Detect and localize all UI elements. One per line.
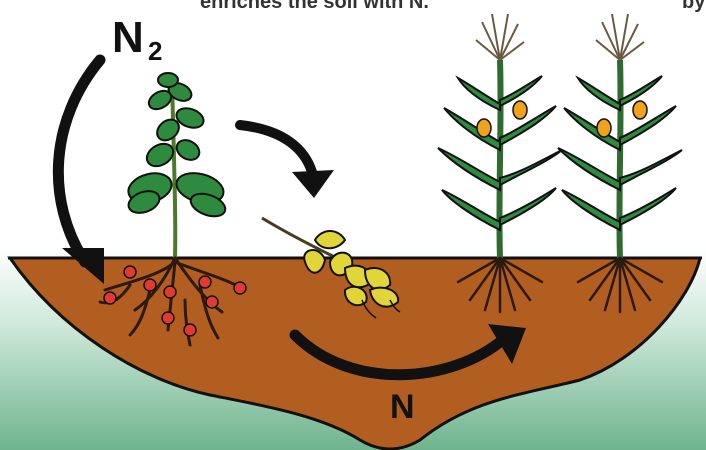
header-text: enriches the soil with N. bbox=[200, 0, 429, 13]
n2-symbol: N bbox=[112, 13, 144, 62]
header-right-text: by bbox=[682, 0, 706, 13]
n-label: N bbox=[390, 388, 415, 426]
n2-subscript: 2 bbox=[148, 36, 162, 66]
